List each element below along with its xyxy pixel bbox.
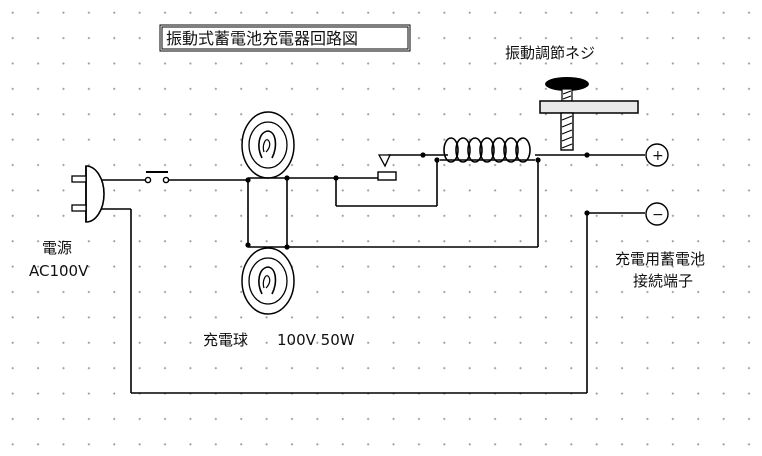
plug-icon [71, 165, 105, 223]
switch-icon [144, 171, 170, 184]
minus-terminal: − [645, 202, 669, 226]
diagram-title: 振動式蓄電池充電器回路図 [166, 29, 358, 48]
bulb-lower-icon [241, 246, 295, 315]
bulb-upper-icon [241, 111, 295, 179]
wires [100, 154, 645, 394]
power-label-line1: 電源 [42, 239, 72, 257]
title-box: 振動式蓄電池充電器回路図 [159, 24, 411, 52]
coil-icon [440, 137, 535, 163]
bulb-rating: 100V 50W [277, 331, 355, 349]
adjustment-screw-icon [539, 77, 639, 151]
bulb-label: 充電球 [203, 331, 248, 349]
plus-symbol: + [652, 148, 664, 164]
minus-symbol: − [652, 207, 664, 223]
battery-label-line1: 充電用蓄電池 [615, 250, 705, 268]
battery-label-line2: 接続端子 [633, 272, 693, 290]
vibrating-contact-icon [377, 154, 397, 181]
plus-terminal: + [645, 143, 669, 167]
power-label-line2: AC100V [29, 262, 89, 280]
screw-label: 振動調節ネジ [505, 44, 595, 62]
